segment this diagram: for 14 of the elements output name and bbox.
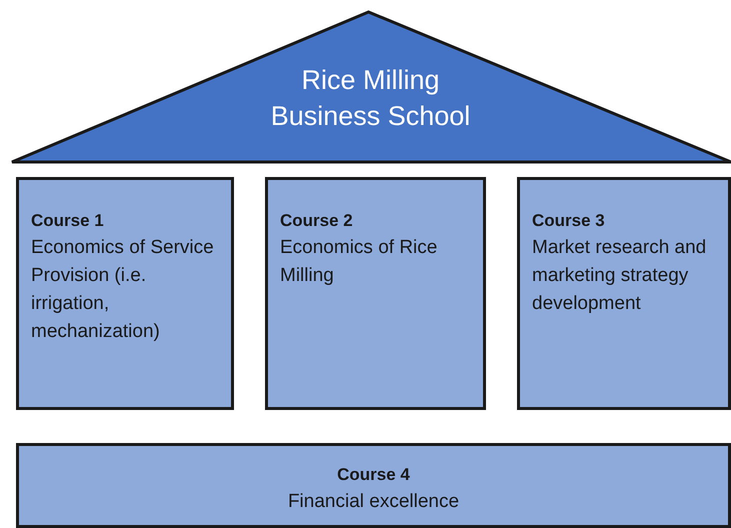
course-pillar xyxy=(517,177,731,410)
course-heading: Course 4 xyxy=(337,464,410,486)
roof-title: Rice Milling Business School xyxy=(270,64,472,133)
course-description: Economics of Service Provision (i.e. irrigation, mechanization) xyxy=(31,236,215,344)
course-heading: Course 1 xyxy=(31,210,105,232)
course-heading: Course 2 xyxy=(280,210,354,232)
course-pillar xyxy=(16,177,234,410)
roof-triangle xyxy=(10,10,731,164)
course-heading: Course 3 xyxy=(532,210,606,232)
course-description: Financial excellence xyxy=(288,490,460,514)
course-description: Economics of Rice Milling xyxy=(280,236,438,288)
course-beam xyxy=(16,443,731,528)
course-pillar xyxy=(265,177,486,410)
course-description: Market research and marketing strategy development xyxy=(532,236,708,316)
